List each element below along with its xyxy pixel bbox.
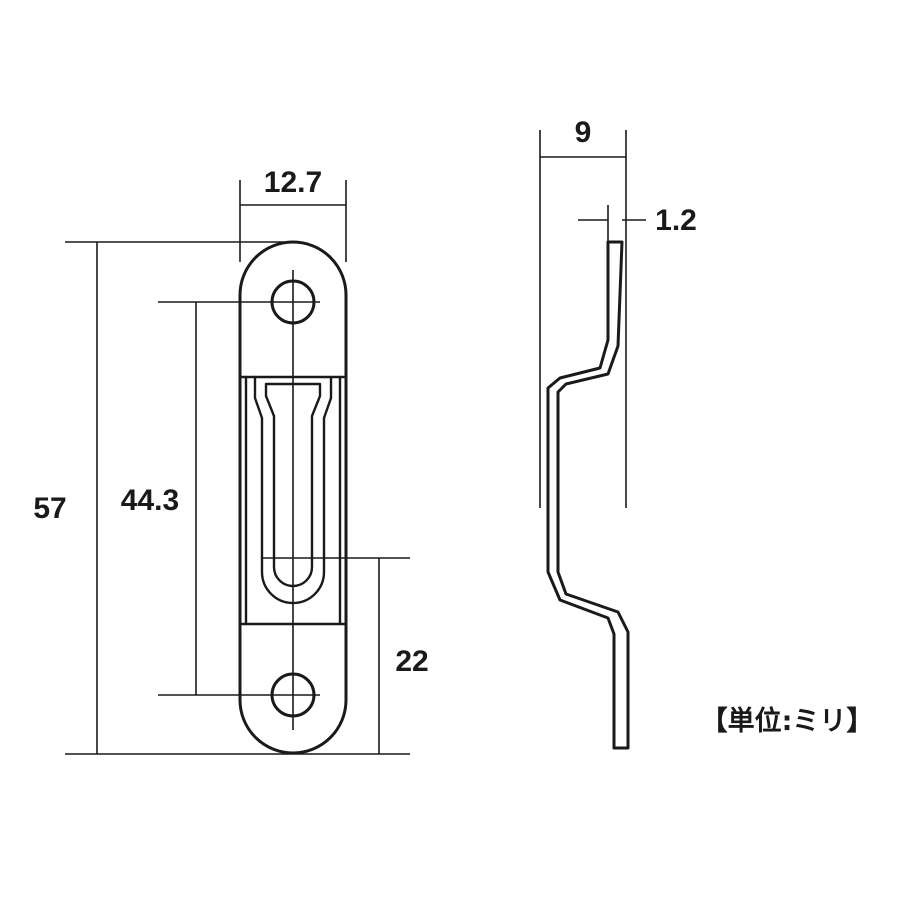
pitch-label: 44.3 bbox=[121, 484, 179, 517]
unit-label: 【単位:ミリ】 bbox=[701, 705, 874, 737]
width-label: 12.7 bbox=[264, 166, 322, 199]
thickness-label: 1.2 bbox=[655, 204, 697, 237]
side-dimensions: 9 1.2 bbox=[539, 116, 697, 508]
depth-label: 9 bbox=[575, 116, 592, 149]
keyhole-slot-inner bbox=[264, 382, 322, 588]
side-view bbox=[546, 240, 630, 750]
lower-label: 22 bbox=[395, 645, 428, 678]
front-dimensions: 12.7 57 44.3 22 bbox=[33, 166, 429, 755]
plate-outline bbox=[238, 240, 348, 755]
front-view bbox=[238, 240, 348, 755]
height-label: 57 bbox=[33, 492, 66, 525]
side-profile-outer bbox=[546, 240, 630, 750]
